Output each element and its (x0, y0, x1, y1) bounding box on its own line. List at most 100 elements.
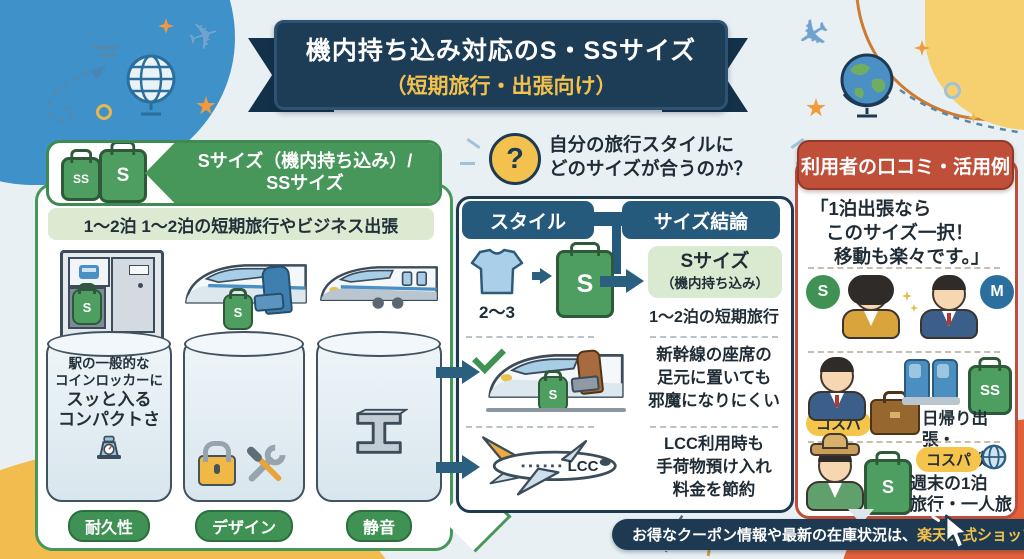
feature-durability: S 駅の一般的な コインロッカーに スッと入る コンパクトさ (46, 250, 172, 542)
section-divider (808, 267, 1000, 269)
usecase-business: コスパ SS 日帰り出張・ 短期商談 (806, 357, 1012, 469)
pedestal (316, 331, 442, 502)
size-panel: SS S Sサイズ（機内持ち込み）/ SSサイズ 1～2泊 1～2泊の短期旅行や… (35, 140, 512, 553)
bubble-letter: S (817, 283, 829, 300)
train-seat-icon (575, 348, 605, 396)
question-line1: 自分の旅行スタイルに (549, 134, 735, 155)
column-header-conclusion: サイズ結論 (622, 201, 780, 239)
suitcase-letter: S (82, 299, 92, 315)
steel-beam-icon (356, 408, 408, 454)
conclusion-size: Sサイズ (680, 250, 750, 272)
suitcase-ss-icon: SS (968, 365, 1012, 415)
dot-ring-icon (96, 104, 112, 120)
caption-line: スッと入る (66, 389, 152, 409)
size-title-line2: SSサイズ (266, 173, 344, 193)
suitcase-s-icon: S (223, 294, 253, 330)
woman-avatar (842, 275, 900, 339)
caption-line: コインロッカーに (55, 372, 163, 388)
suitcase-letter: S (881, 476, 894, 497)
caption-line: 邪魔になりにくい (648, 392, 780, 411)
usecase-caption: 週末の1泊 旅行・一人旅 (910, 473, 1012, 516)
cospa-tag: コスパ (916, 447, 982, 472)
lock-icon (198, 455, 236, 486)
usecase-travel: S コスパ 週末の1泊 旅行・一人旅 (806, 443, 1012, 515)
dashed-path (899, 88, 1019, 134)
title-banner: 機内持ち込み対応のS・SSサイズ （短期旅行・出張向け） (248, 20, 748, 120)
cta-shop-link[interactable]: 楽天公式ショップ (917, 527, 1024, 544)
caption-line: 駅の一般的な (68, 356, 150, 371)
shinkansen-icon (320, 266, 438, 309)
question-line2: どのサイズが合うのか？ (549, 158, 752, 180)
caption-line: 足元に置いても (656, 369, 772, 388)
airplane-lcc-icon (482, 436, 617, 496)
locker-keyhole (138, 283, 143, 288)
suitcase-s-icon: S (864, 459, 912, 515)
businessman-avatar (808, 357, 866, 421)
sparkle-icon (910, 304, 918, 312)
row-divider (650, 426, 778, 428)
feature-label-durability: 耐久性 (67, 510, 150, 542)
conclusion-size-sub: （機内持ち込み） (661, 276, 769, 292)
star-icon (806, 98, 826, 117)
lcc-label: LCC (567, 458, 599, 475)
caption-line: 手荷物預け入れ (656, 458, 772, 477)
emphasis-tick (466, 137, 481, 150)
emphasis-tick (460, 162, 475, 165)
question-icon: ? (489, 133, 541, 185)
banner-body: 機内持ち込み対応のS・SSサイズ （短期旅行・出張向け） (274, 20, 728, 110)
shirt-count-label: 2～3 (479, 303, 515, 322)
sparkle-icon (902, 291, 912, 301)
locker-slot (129, 265, 149, 275)
suitcase-s-icon: S (99, 149, 147, 203)
earth-globe-icon (840, 53, 894, 118)
row-divider (466, 426, 594, 428)
train-seats-icon (902, 357, 960, 405)
train-pictogram-icon (79, 265, 99, 279)
sparkle-icon (968, 112, 979, 123)
man-avatar (920, 275, 978, 339)
locker-caption: 駅の一般的な コインロッカーに スッと入る コンパクトさ (55, 356, 163, 431)
page-subtitle: （短期旅行・出張向け） (385, 74, 617, 98)
locker-open-cell: S (68, 287, 106, 329)
scale-icon (97, 435, 121, 459)
speech-bubble-m: M (980, 275, 1014, 309)
reviews-header: 利用者の口コミ・活用例 (797, 140, 1014, 190)
feature-design: S デザイン (183, 250, 307, 542)
row-divider (466, 336, 594, 338)
tshirt-icon (470, 248, 524, 295)
dot-ring-icon (944, 82, 961, 99)
platform-line (486, 408, 626, 412)
reviews-panel: 「1泊出張なら このサイズ一択！ 移動も楽々です。」 S M コスパ SS (795, 158, 1018, 519)
airplane-icon: ✈ (789, 8, 839, 62)
question-text: 自分の旅行スタイルに どのサイズが合うのか？ (549, 133, 784, 181)
locker-window (68, 257, 110, 287)
speed-line (100, 54, 116, 57)
speed-line (92, 46, 118, 49)
caption-line: コンパクトさ (58, 410, 160, 430)
lcc-plane-illustration: LCC (474, 430, 630, 500)
row-divider (650, 336, 778, 338)
size-title-line1: Sサイズ（機内持ち込み）/ (197, 151, 413, 172)
locker-door (111, 257, 155, 333)
feature-label-design: デザイン (194, 510, 293, 542)
cta-text-pre: お得なクーポン情報や最新の在庫状況は、 (632, 527, 918, 544)
row2-conclusion: 新幹線の座席の 足元に置いても 邪魔になりにくい (640, 344, 788, 413)
train-seat-icon (260, 264, 294, 316)
suitcase-s-icon: S (72, 289, 102, 325)
feature-quiet: 静音 (316, 250, 442, 542)
coin-locker-illustration: S (48, 250, 170, 342)
bubble-letter: M (990, 283, 1004, 300)
caption-line: 週末の1泊 (910, 474, 988, 493)
caption-line: 日帰り出張・ (922, 410, 988, 449)
briefcase-icon (870, 399, 920, 435)
page-title: 機内持ち込み対応のS・SSサイズ (305, 36, 697, 65)
suitcase-letter: S (576, 269, 594, 298)
suitcase-ss-icon: SS (61, 157, 101, 201)
column-header-style: スタイル (462, 201, 594, 239)
caption-line: LCC利用時も (664, 435, 764, 453)
size-panel-title: Sサイズ（機内持ち込み）/ SSサイズ (145, 143, 439, 203)
section-divider (808, 351, 1000, 353)
hand-cursor-icon (931, 508, 969, 550)
row3-conclusion: LCC利用時も 手荷物預け入れ 料金を節約 (640, 433, 788, 502)
